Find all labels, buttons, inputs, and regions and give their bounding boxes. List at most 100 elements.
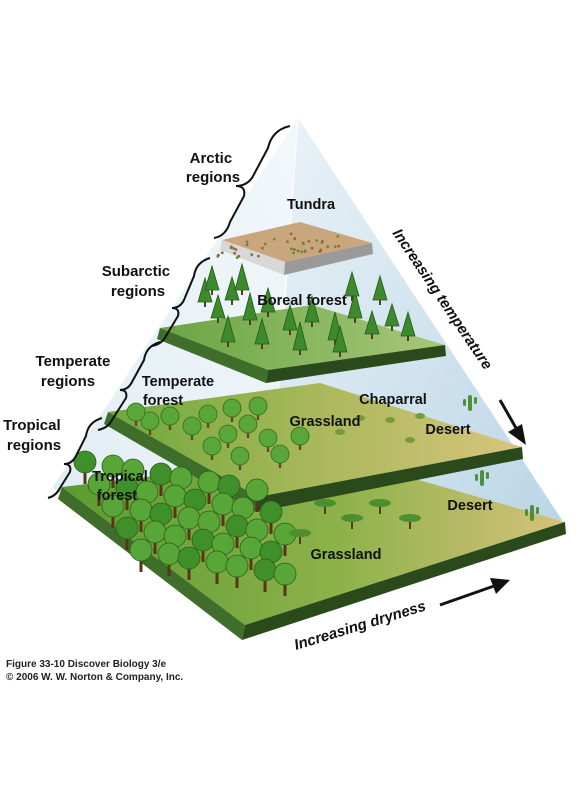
biome-label-boreal-forest: Boreal forest [257,293,347,309]
tundra-speck [302,243,305,246]
conifer-trunk [217,318,219,323]
biome-label-desert-tropical: Desert [447,498,492,514]
tundra-speck [315,239,318,242]
tundra-speck [261,247,264,250]
tropical-tree [246,479,268,501]
biome-label-grassland-tropical: Grassland [311,547,382,563]
deciduous-tree [231,447,249,465]
cactus [468,395,472,411]
deciduous-tree [239,415,257,433]
tundra-speck [221,251,224,254]
tundra-speck [293,248,296,251]
tundra-speck [290,233,293,236]
deciduous-tree [199,405,217,423]
deciduous-tree [183,417,201,435]
cactus-arm [474,397,477,404]
region-label-tropical: Tropical regions [3,417,65,454]
tundra-speck [326,245,329,248]
deciduous-tree [161,407,179,425]
tropical-tree [178,547,200,569]
tropical-tree [254,559,276,581]
biome-label-chaparral: Chaparral [359,392,427,408]
deciduous-tree [271,445,289,463]
conifer-trunk [299,350,301,355]
conifer-trunk [227,342,229,347]
biome-label-tundra: Tundra [287,197,336,213]
deciduous-tree [203,437,221,455]
tundra-speck [311,247,314,250]
deciduous-tree [249,397,267,415]
tundra-speck [300,251,303,254]
biome-label-grassland-temperate: Grassland [290,414,361,430]
savanna-tree [399,514,421,522]
savanna-tree [341,514,363,522]
savanna-tree [369,499,391,507]
deciduous-tree [219,425,237,443]
cactus-arm [536,507,539,514]
conifer-trunk [249,320,251,325]
conifer-trunk [267,312,269,317]
conifer-trunk [371,334,373,339]
conifer-trunk [231,300,233,305]
region-label-arctic: Arctic regions [186,150,240,186]
shrub [415,413,425,419]
tropical-tree [150,463,172,485]
cactus [530,505,534,521]
tundra-speck [336,235,339,238]
tundra-speck [236,256,239,259]
biome-label-desert-temperate: Desert [425,422,470,438]
cactus-arm [463,399,466,406]
tundra-speck [230,246,233,249]
tundra-speck [246,240,249,243]
conifer-trunk [261,344,263,349]
caption-line-figure: Figure 33-10 Discover Biology 3/e [6,658,183,671]
tropical-tree [198,471,220,493]
tundra-speck [304,249,307,252]
tundra-speck [297,249,300,252]
tundra-speck [286,240,289,243]
shrub [405,437,415,443]
conifer-trunk [407,336,409,341]
region-label-temperate: Temperate regions [36,353,115,390]
tropical-tree [206,551,228,573]
conifer-trunk [339,352,341,357]
tundra-speck [293,237,296,240]
conifer-trunk [241,290,243,295]
conifer-trunk [211,290,213,295]
tundra-speck [337,245,340,248]
cactus [480,470,484,486]
tundra-speck [273,238,276,241]
savanna-tree [289,529,311,537]
tropical-tree [144,521,166,543]
savanna-tree [314,499,336,507]
conifer-trunk [391,326,393,331]
cactus-arm [525,509,528,516]
tropical-tree [260,501,282,523]
tropical-tree [212,493,234,515]
shrub [385,417,395,423]
tundra-speck [246,243,249,246]
tundra-speck [264,243,267,246]
conifer-trunk [351,296,353,301]
tropical-tree [164,485,186,507]
tundra-speck [257,255,260,258]
conifer-trunk [311,322,313,327]
tropical-tree [116,517,138,539]
tropical-tree [226,515,248,537]
deciduous-tree [259,429,277,447]
tundra-speck [320,249,323,252]
tropical-tree [192,529,214,551]
tundra-speck [308,240,311,243]
tropical-tree [226,555,248,577]
deciduous-tree [223,399,241,417]
caption-line-copyright: © 2006 W. W. Norton & Company, Inc. [6,671,183,684]
cactus-arm [486,472,489,479]
region-label-subarctic: Subarctic regions [102,263,175,300]
tundra-speck [250,253,253,256]
tundra-speck [235,248,238,251]
tundra-speck [292,252,295,255]
tropical-tree [274,563,296,585]
tundra-speck [334,245,337,248]
tundra-speck [290,248,293,251]
conifer-trunk [204,302,206,307]
